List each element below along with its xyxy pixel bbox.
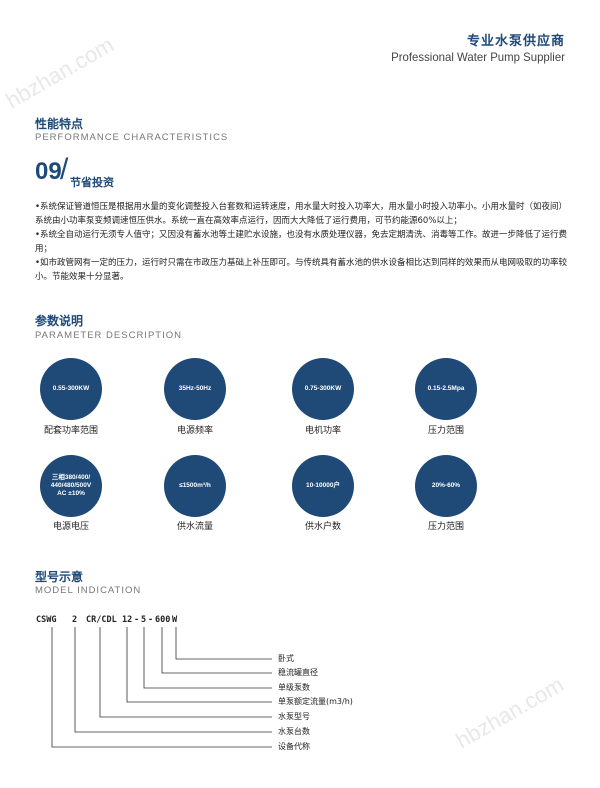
legend-rated-flow: 单泵额定流量(m3/h) [278, 697, 353, 706]
legend-stage-count: 单级泵数 [278, 683, 310, 692]
header-title-en: Professional Water Pump Supplier [391, 50, 565, 64]
param-label-voltage: 电源电压 [52, 522, 89, 532]
legend-device-code: 设备代称 [278, 742, 310, 751]
legend-horizontal: 卧式 [278, 654, 294, 663]
model-title-en: MODEL INDICATION [35, 585, 142, 596]
model-code-stages: 5 [141, 615, 147, 625]
performance-paragraph-2: •系统全自动运行无须专人值守；又因没有蓄水池等土建贮水设施，也没有水质处理仪器，… [35, 230, 568, 254]
param-label-pressure-percent: 压力范围 [427, 522, 464, 532]
model-code-pump-model: CR/CDL [86, 615, 117, 625]
param-label-households: 供水户数 [304, 522, 341, 532]
param-label-frequency: 电源频率 [176, 426, 213, 436]
param-circle-power-range: 0.55-300KW [40, 358, 102, 420]
parameters-title-en: PARAMETER DESCRIPTION [35, 330, 182, 341]
param-label-motor-power: 电机功率 [304, 426, 341, 436]
param-circle-pressure-percent: 20%-60% [415, 455, 477, 517]
param-label-flow: 供水流量 [176, 522, 213, 532]
header-title-cn: 专业水泵供应商 [466, 34, 565, 49]
parameters-title-cn: 参数说明 [35, 314, 84, 328]
performance-subtitle: 节省投资 [70, 176, 114, 189]
model-code-flow: 12 [122, 615, 133, 625]
param-circle-motor-power: 0.75-300KW [292, 358, 354, 420]
param-circle-voltage: 三相380/400/ 440/480/500V AC ±10% [40, 455, 102, 517]
param-circle-flow: ≤1500m³/h [164, 455, 226, 517]
param-circle-frequency: 35Hz-50Hz [164, 358, 226, 420]
performance-title-en: PERFORMANCE CHARACTERISTICS [35, 132, 229, 143]
slash-divider: / [60, 153, 69, 186]
param-circle-households: 10-10000户 [292, 455, 354, 517]
performance-title-cn: 性能特点 [35, 117, 84, 131]
section-number: 09 [35, 158, 62, 185]
legend-pump-model: 水泵型号 [278, 712, 310, 721]
model-code-device: CSWG [36, 615, 57, 625]
param-label-power-range: 配套功率范围 [43, 426, 98, 436]
param-circle-pressure-range: 0.15-2.5Mpa [415, 358, 477, 420]
model-code-dash: - [148, 615, 154, 625]
legend-tank-diameter: 稳流罐直径 [278, 668, 318, 677]
param-label-pressure-range: 压力范围 [427, 426, 464, 436]
model-code-diameter: 600 [155, 615, 171, 625]
performance-paragraph-3: •如市政管网有一定的压力，运行时只需在市政压力基础上补压即可。与传统具有蓄水池的… [35, 258, 568, 282]
model-code-dash: - [134, 615, 140, 625]
legend-pump-count: 水泵台数 [278, 727, 310, 736]
model-code-pump-count: 2 [72, 615, 78, 625]
performance-paragraph-1: •系统保证管道恒压是根据用水量的变化调整投入台套数和运转速度，用水量大时投入功率… [35, 202, 568, 226]
model-title-cn: 型号示意 [35, 570, 84, 584]
model-code-horizontal: W [172, 615, 178, 625]
